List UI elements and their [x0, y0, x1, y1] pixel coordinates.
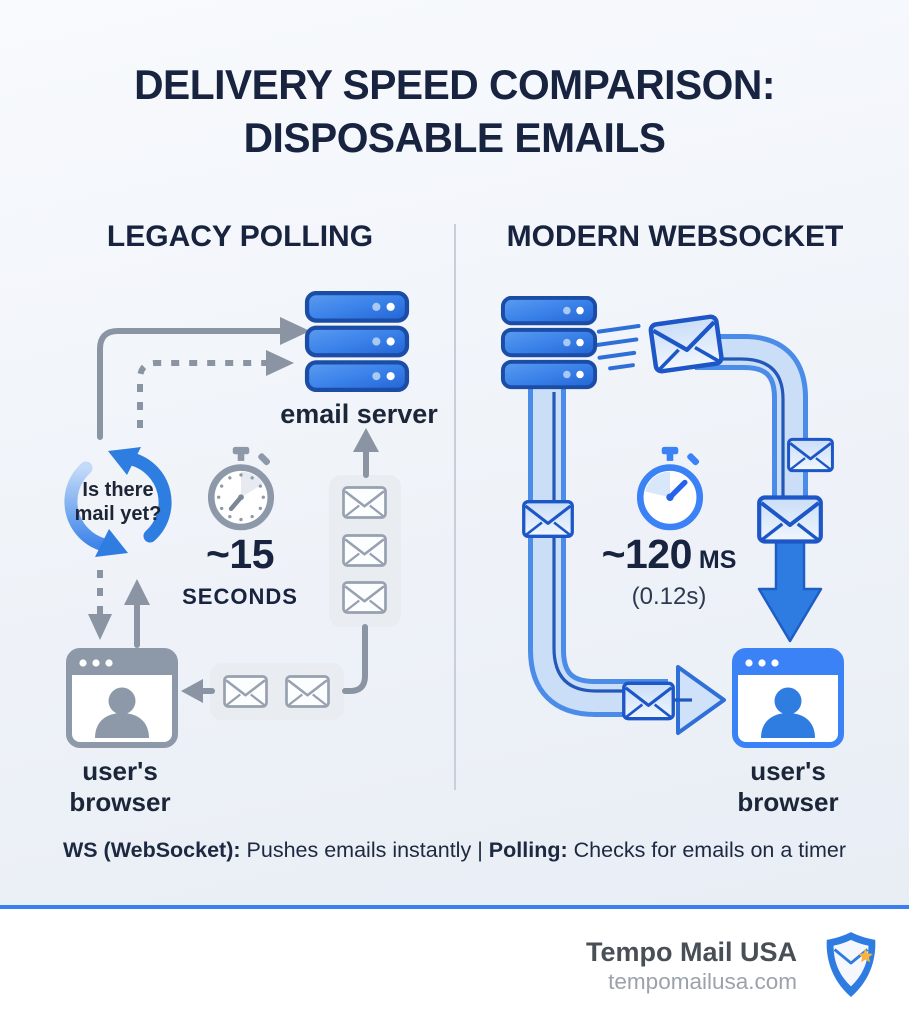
browser-label-left: user's browser — [69, 756, 171, 817]
right-latency-value: ~120 — [601, 531, 693, 577]
envelope-icon — [787, 437, 834, 473]
poll-question: Is there mail yet? — [74, 478, 162, 525]
envelope-icon — [223, 675, 268, 708]
envelope-icon — [759, 498, 821, 542]
title-line-1: DELIVERY SPEED COMPARISON: — [134, 61, 775, 108]
brand-domain: tempomailusa.com — [608, 969, 797, 994]
websocket-pipe-right — [695, 334, 808, 516]
shield-mail-logo-icon — [826, 932, 876, 997]
legend-ws-desc: Pushes emails instantly — [246, 838, 472, 862]
left-panel-header: LEGACY POLLING — [106, 220, 374, 253]
footer: Tempo Mail USA tempomailusa.com — [0, 909, 909, 1024]
legend-polling-desc: Checks for emails on a timer — [573, 838, 847, 862]
speed-lines-icon — [587, 324, 641, 371]
title-line-2: DISPOSABLE EMAILS — [243, 114, 666, 161]
legend-ws-term: WS (WebSocket): — [62, 838, 241, 862]
websocket-pipe-left — [528, 384, 668, 717]
right-latency-unit: MS — [698, 546, 737, 574]
left-latency-value: ~15 — [205, 531, 275, 577]
envelope-icon — [650, 316, 722, 372]
stopwatch-icon — [636, 446, 704, 531]
envelope-icon — [522, 499, 574, 539]
envelope-icon — [342, 581, 387, 614]
request-arrow — [97, 328, 285, 440]
stopwatch-icon — [207, 446, 275, 531]
pipe-arrow-down-icon — [757, 534, 823, 643]
server-stack-icon — [500, 296, 598, 390]
browser-window-icon — [732, 648, 844, 748]
poll-request-arrow — [137, 360, 268, 428]
left-latency-metric: ~15 SECONDS — [160, 531, 320, 610]
brand-name: Tempo Mail USA — [585, 937, 797, 967]
envelope-icon — [342, 486, 387, 519]
envelope-icon — [622, 681, 675, 721]
server-stack-icon — [304, 291, 410, 393]
legend-separator: | — [477, 838, 483, 862]
sync-arrows-icon — [64, 447, 172, 557]
browser-label-right: user's browser — [737, 756, 839, 817]
grey-arrowheads — [88, 317, 379, 703]
envelope-icon — [342, 534, 387, 567]
panel-divider — [454, 224, 456, 790]
left-latency-unit: SECONDS — [182, 584, 298, 609]
right-latency-alt: (0.12s) — [631, 583, 707, 610]
footer-text: Tempo Mail USA tempomailusa.com — [586, 937, 797, 995]
browser-window-icon — [66, 648, 178, 748]
envelope-icon — [285, 675, 330, 708]
right-panel-header: MODERN WEBSOCKET — [506, 220, 844, 253]
queue-connector — [342, 624, 368, 694]
legend: WS (WebSocket):Pushes emails instantly|P… — [0, 838, 909, 863]
page-title: DELIVERY SPEED COMPARISON: DISPOSABLE EM… — [14, 58, 896, 164]
email-server-label: email server — [280, 399, 438, 429]
footer-divider — [0, 905, 909, 909]
legend-polling-term: Polling: — [488, 838, 568, 862]
